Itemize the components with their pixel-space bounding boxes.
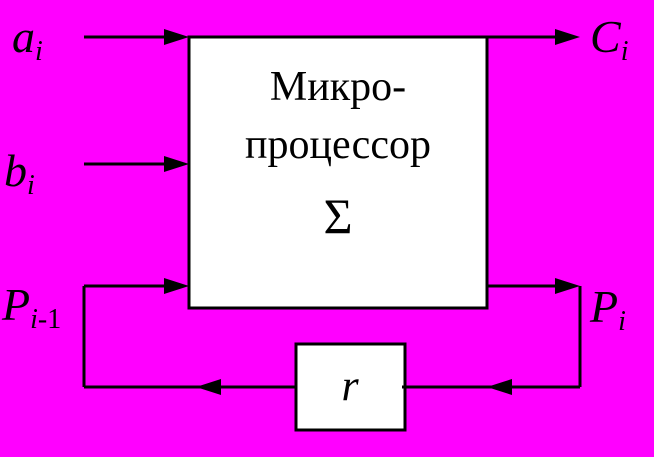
block-title-line1: Микро-	[270, 64, 406, 110]
microprocessor-block	[187, 35, 489, 310]
register-label: r	[341, 361, 359, 410]
sigma-symbol: Σ	[323, 188, 352, 244]
register-block	[294, 342, 407, 432]
input-a-arrowhead	[164, 29, 189, 45]
input-p-prev-label: Pi-1	[1, 279, 61, 335]
feedback-from-register-arrowhead	[196, 379, 221, 395]
block-title-line2: процессор	[245, 122, 431, 168]
output-p-arrowhead	[555, 278, 580, 294]
input-p-prev-arrowhead	[164, 278, 189, 294]
input-b-label: bi	[4, 145, 35, 201]
feedback-to-register-arrowhead	[487, 379, 512, 395]
input-a-label: ai	[12, 11, 43, 67]
input-b-arrowhead	[164, 156, 189, 172]
output-c-label: Ci	[590, 11, 628, 67]
output-c-arrowhead	[555, 29, 580, 45]
output-p-label: Pi	[589, 281, 626, 337]
